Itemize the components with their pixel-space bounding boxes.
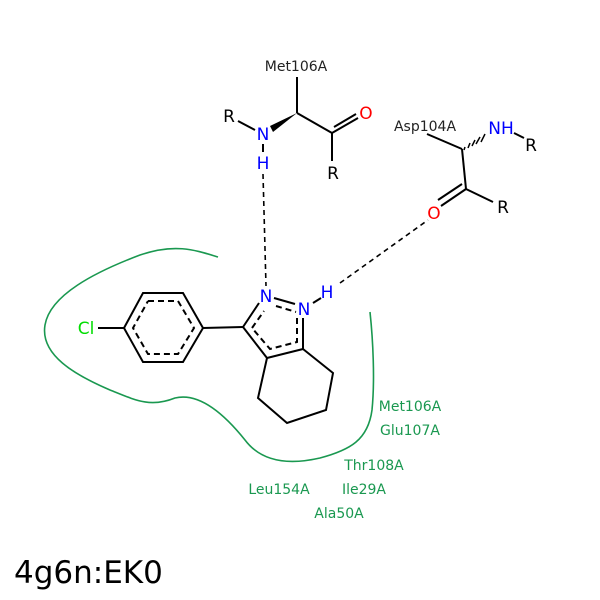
wedge-bond [270,113,297,132]
diagram-title: 4g6n:EK0 [14,555,163,591]
hydrogen-atom: H [321,283,334,303]
r-group: R [497,198,509,218]
nitrogen-atom: N [260,287,273,307]
met106-label: Met106A [265,59,328,75]
oxygen-atom: O [359,104,372,124]
r-group: R [223,107,235,127]
nitrogen-atom: N [257,125,270,145]
hydrophobic-residue-label: Ile29A [342,482,386,498]
hydrogen-atom: H [257,154,270,174]
hashed-wedge-bond [463,133,486,151]
met106-backbone: Met106A R N H O R [223,59,373,184]
hydrophobic-contact-curve [43,247,375,463]
hydrophobic-residue-label: Met106A [379,399,442,415]
oxygen-atom: O [427,204,440,224]
r-group: R [525,136,537,156]
r-group: R [327,164,339,184]
asp104-backbone: Asp104A NH R O R [394,119,537,224]
hydrophobic-residue-label: Leu154A [248,482,310,498]
hydrogen-bond [339,219,429,284]
hydrophobic-residue-label: Ala50A [314,506,364,522]
asp104-label: Asp104A [394,119,456,135]
hydrogen-bond [262,173,267,287]
nitrogen-atom: N [298,300,311,320]
hydrophobic-residue-label: Thr108A [343,458,404,474]
chlorine-atom: Cl [78,319,95,339]
ligand-ek0: Cl N N H [78,283,335,425]
hydrophobic-residue-label: Glu107A [380,423,440,439]
nh-group: NH [488,119,514,139]
